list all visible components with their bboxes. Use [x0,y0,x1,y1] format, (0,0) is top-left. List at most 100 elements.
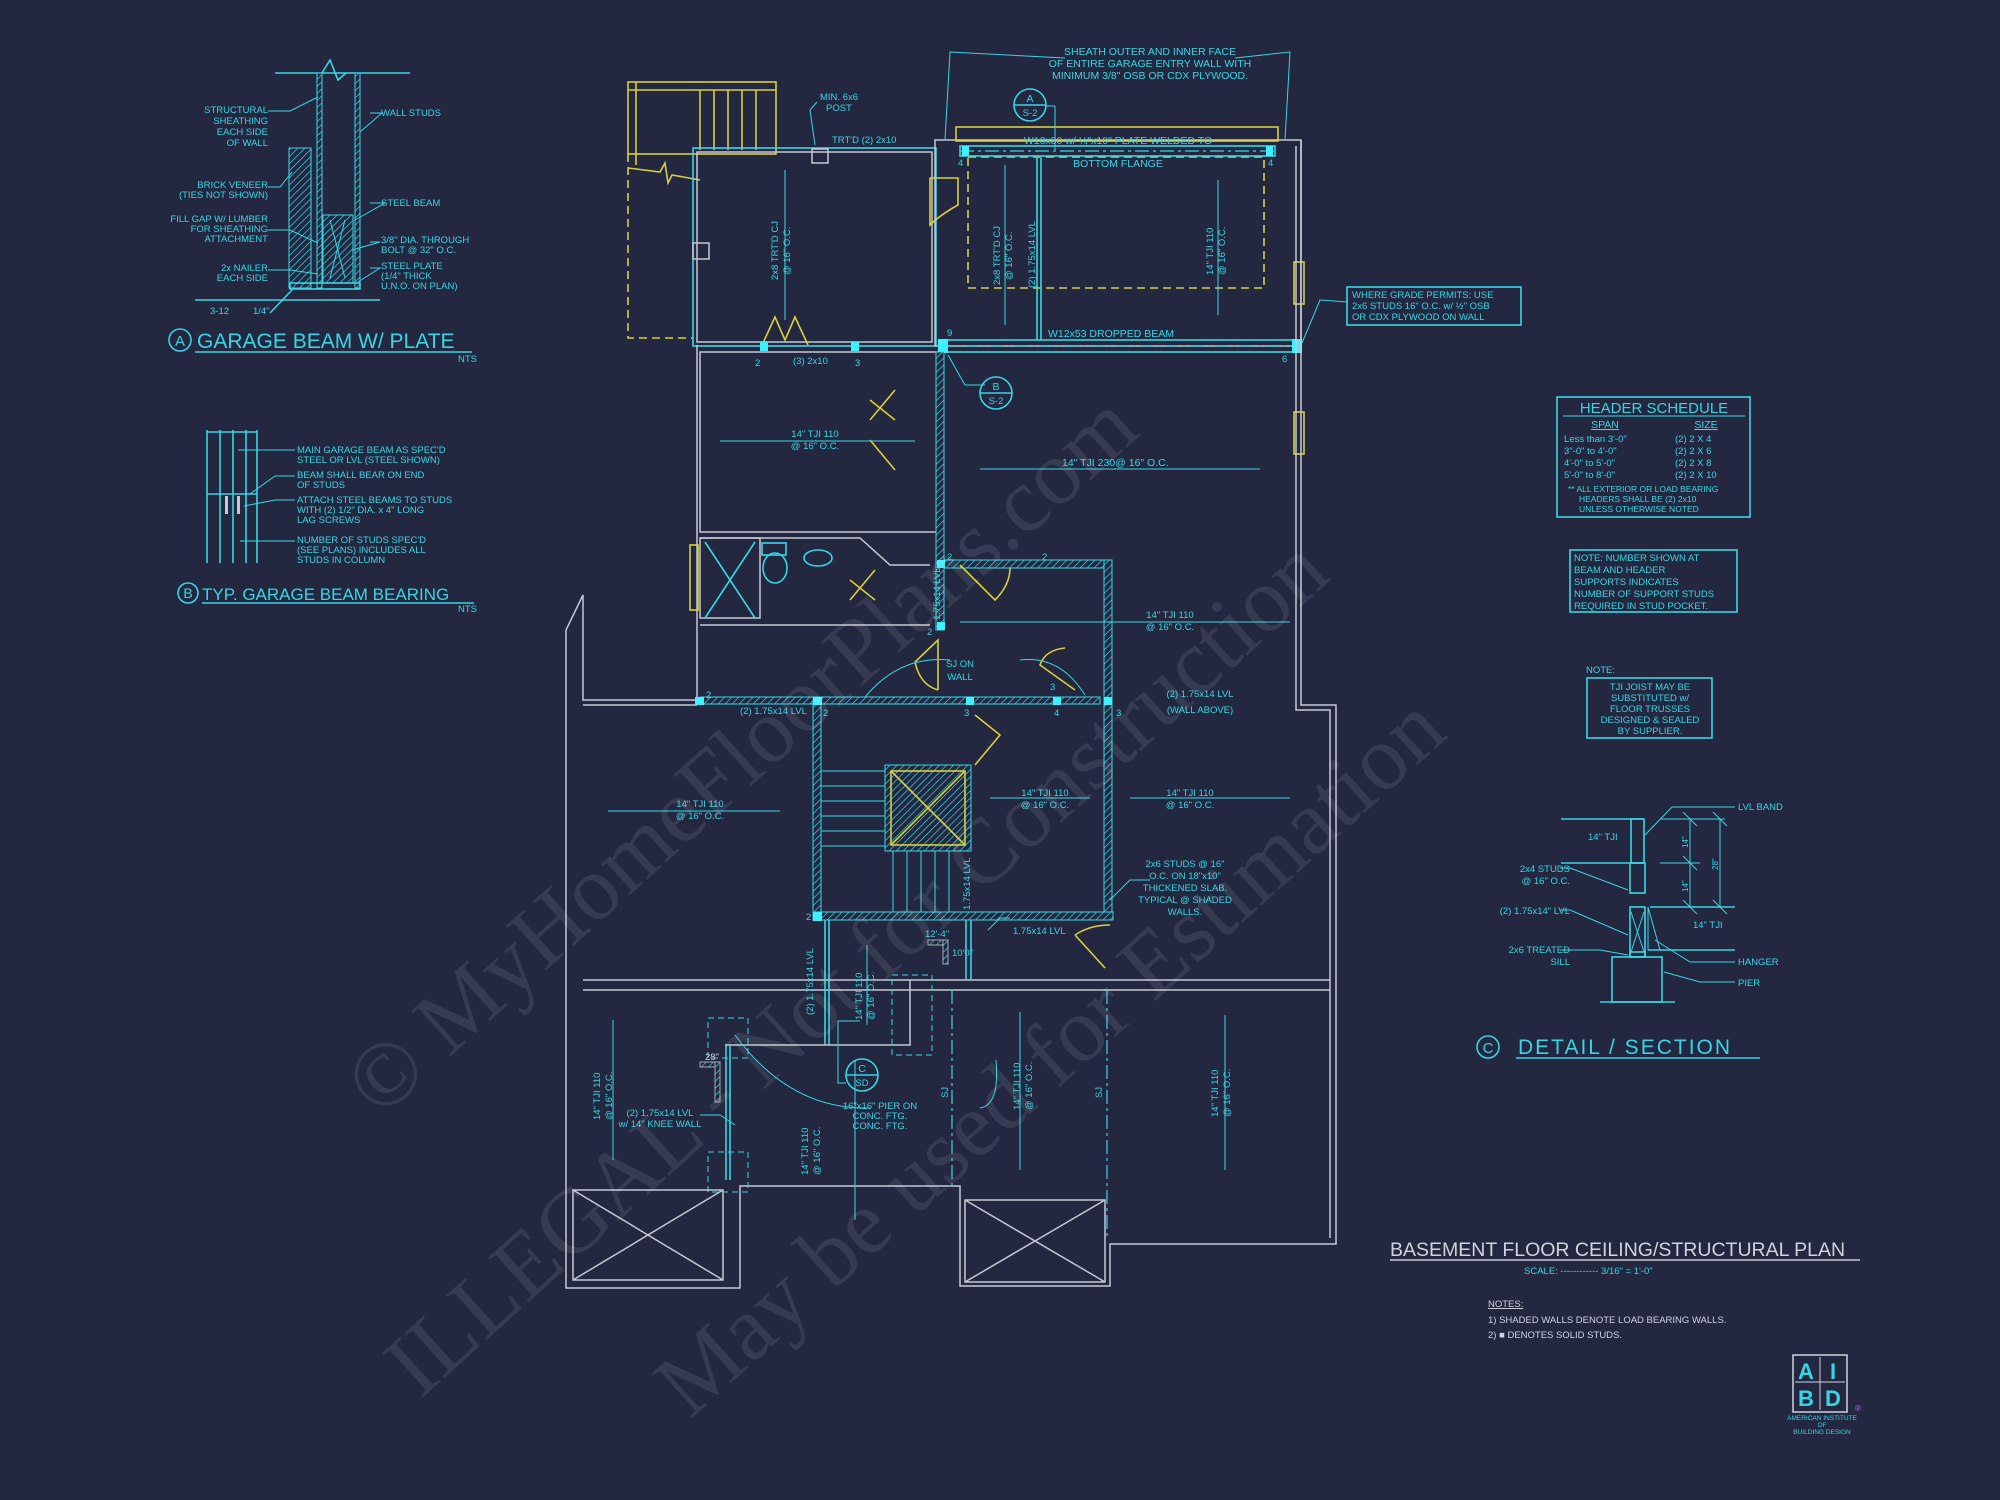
floor-plan: A S-2 B S-2 C SD SHEATH OUTER AND INNER … [565,46,1522,1289]
plan-title-block: BASEMENT FLOOR CEILING/STRUCTURAL PLAN S… [1390,1239,1860,1341]
stud-count: 2 [755,358,760,369]
plan-title: BASEMENT FLOOR CEILING/STRUCTURAL PLAN [1390,1239,1845,1261]
hanger-label: HANGER [1738,957,1779,968]
stud-count: 2 [1042,552,1047,563]
dim-28-total: 28" [1711,858,1720,870]
stud-count: 4 [1268,158,1273,169]
section-bubble-b [979,376,1013,410]
stud-count-labels: 4 4 9 6 2 3 2 2 2 2 3 4 3 2 2 3 [706,158,1287,923]
bubble-c-letter: C [858,1063,866,1075]
lvl-vertical-2: 1.75x14 LVL [962,857,973,910]
garage-lvl-label: (2) 1.75x14 LVL [1027,221,1038,288]
studs-label: 2x4 STUDS@ 16" O.C. [1520,864,1570,887]
detail-c-title: DETAIL / SECTION [1518,1036,1732,1059]
detail-b-marker: B [183,585,192,601]
trtd-cj-label-1: 2x8 TRT'D CJ@ 16" O.C. [770,221,793,280]
tji-vertical-4: 14" TJI 110@ 16" O.C. [1012,1062,1035,1110]
header-3-2x10-label: (3) 2x10 [793,356,828,367]
bubble-b-sheet: S-2 [989,396,1004,407]
row-span: Less than 3'-0" [1564,434,1627,445]
lvl-vertical-3: (2) 1.75x14 LVL [805,948,816,1015]
row-size: (2) 2 X 6 [1675,446,1711,457]
stud-count: 3 [964,708,969,719]
tji-230-label: 14" TJI 230@ 16" O.C. [1062,457,1169,469]
detail-c-marker: C [1483,1040,1494,1057]
weld-symbol-right: 1/4" [253,306,270,317]
detail-a-scale: NTS [458,354,477,365]
right-tji-label: 14" TJI 110@ 16" O.C. [1166,788,1214,811]
section-bubble-a [1013,88,1056,150]
row-span: 3"-0" to 4'-0" [1564,446,1617,457]
stud-count: 3 [1116,708,1121,719]
label-brick-veneer: BRICK VENEER(TIES NOT SHOWN) [179,180,268,201]
row-size: (2) 2 X 4 [1675,434,1711,445]
lvl-band-label: LVL BAND [1738,802,1783,813]
pier-label: PIER [1738,978,1760,989]
lvl-vertical-1: 1.75x14 LVL [932,567,943,620]
room1-tji-label: 14" TJI 110@ 16" O.C. [791,429,839,452]
left-tji-label: 14" TJI 110@ 16" O.C. [676,799,724,822]
garage-tji-label: 14" TJI 110@ 16" O.C. [1205,227,1228,275]
stud-count: 6 [1282,354,1287,365]
label-steel-beam: STEEL BEAM [381,198,440,209]
trtd-cj-label-2: 2x8 TRT'D CJ@ 16" O.C. [992,226,1015,285]
detail-c-section: LVL BAND 14" TJI 14" TJI 2x4 STUDS@ 16" … [1476,802,1783,1059]
solid-stud-markers [695,342,1112,921]
logo-letter-b: B [1798,1386,1814,1411]
detail-b-scale: NTS [458,604,477,615]
sj-label-1: SJ [940,1087,951,1098]
row-size: (2) 2 X 10 [1675,470,1717,481]
note-1: 1) SHADED WALLS DENOTE LOAD BEARING WALL… [1488,1315,1726,1326]
room2-tji-label: 14" TJI 110@ 16" O.C. [1146,610,1194,633]
stud-count: 4 [1054,708,1059,719]
dim-28: 28" [705,1052,719,1063]
dim-12-4: 12'-4" [925,929,949,940]
joist-span-arrows [608,165,1290,1220]
stud-count: 3 [1050,682,1055,693]
header-schedule-rows: Less than 3'-0" (2) 2 X 4 3"-0" to 4'-0" (… [1564,434,1717,481]
header-schedule: HEADER SCHEDULE SPAN SIZE Less than 3'-0… [1556,396,1751,518]
stud-count: 2 [806,912,811,923]
tji-vertical-5: 14" TJI 110@ 16" O.C. [1210,1069,1233,1117]
section-bubble-c [837,1020,879,1092]
col-size: SIZE [1694,419,1717,431]
detail-a-marker: A [175,333,185,350]
lvl-left-label: (2) 1.75x14 LVL [740,706,807,717]
stud-count: 2 [706,690,711,701]
logo-letter-d: D [1825,1386,1841,1411]
tji-vertical-3: 14" TJI 110@ 16" O.C. [800,1127,823,1175]
stair-tji-label: 14" TJI 110@ 16" O.C. [1021,788,1069,811]
detail-b-title: TYP. GARAGE BEAM BEARING [202,585,449,604]
weld-symbol-left: 3-12 [210,306,229,317]
lvl-wall-above-label: (2) 1.75x14 LVL(WALL ABOVE) [1167,689,1234,716]
dim-14-top: 14" [1681,836,1690,848]
stud-count: 9 [947,328,952,339]
col-span: SPAN [1591,419,1619,431]
stair-treads [821,770,950,912]
row-size: (2) 2 X 8 [1675,458,1711,469]
logo-letter-i: I [1830,1359,1836,1384]
bubble-b-letter: B [992,381,999,393]
tji-vertical-1: 14" TJI 110@ 16" O.C. [854,972,877,1020]
tji-top-label: 14" TJI [1588,832,1618,843]
tji-note-heading: NOTE: [1586,665,1615,676]
